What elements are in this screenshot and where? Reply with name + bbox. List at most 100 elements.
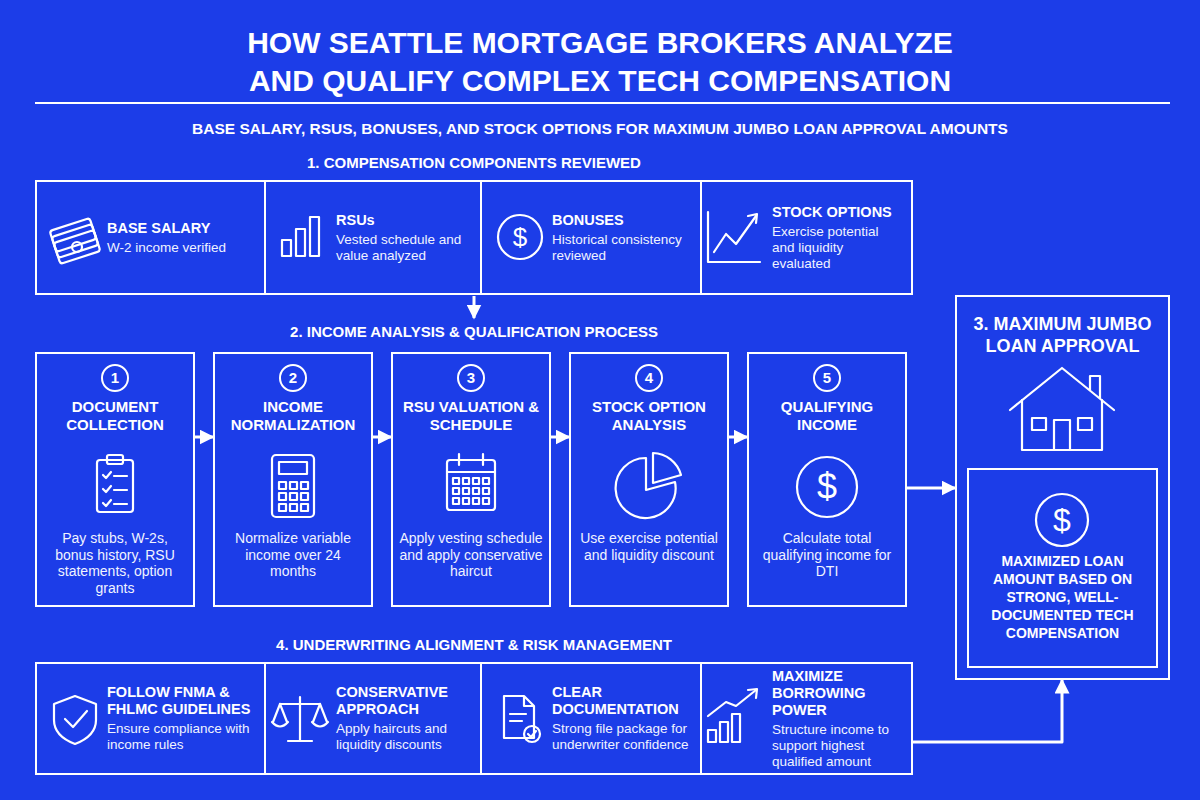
document-icon [510, 714, 526, 721]
shield-icon [65, 711, 87, 727]
calculator-icon [290, 504, 297, 511]
bar-chart-icon [282, 240, 291, 256]
step-number: 5 [813, 364, 841, 392]
dollar-symbol: $ [1036, 494, 1088, 546]
process-step: 2INCOME NORMALIZATIONNormalize variable … [213, 352, 373, 607]
line-chart-icon [714, 216, 756, 252]
component-cell: STOCK OPTIONS Exercise potential and liqu… [700, 182, 911, 293]
growth-chart-icon [708, 690, 756, 716]
section-heading: 4. UNDERWRITING ALIGNMENT & RISK MANAGEM… [0, 636, 951, 654]
component-cell: MAXIMIZE BORROWING POWERStructure income… [700, 664, 911, 773]
calculator-icon [272, 455, 314, 517]
shield-icon [54, 696, 96, 744]
calendar-icon [453, 498, 459, 504]
document-icon [504, 696, 540, 742]
line-chart-icon [748, 214, 757, 223]
step-title: DOCUMENT COLLECTION [43, 398, 187, 434]
process-step: 5QUALIFYING INCOME Calculate total qualif… [747, 352, 907, 607]
calendar-icon [473, 498, 479, 504]
dollar-icon [797, 457, 857, 517]
calendar-icon [453, 488, 459, 494]
calculator-icon [301, 482, 308, 489]
cell-body: Apply haircuts and liquidity discounts [336, 721, 472, 753]
calendar-icon [473, 488, 479, 494]
house-icon [1010, 368, 1114, 450]
section-heading: 1. COMPENSATION COMPONENTS REVIEWED [0, 154, 951, 172]
house-icon [1022, 400, 1102, 450]
document-icon [504, 696, 534, 738]
document-icon [528, 731, 536, 737]
result-heading: 3. MAXIMUM JUMBO LOAN APPROVAL [965, 313, 1160, 357]
money-icon [54, 230, 101, 264]
calendar-icon [483, 478, 489, 484]
step-title: INCOME NORMALIZATION [221, 398, 365, 434]
bar-chart-icon [310, 217, 319, 256]
house-icon [1010, 368, 1114, 410]
cell-heading: STOCK OPTIONS [772, 204, 903, 221]
process-step: 3RSU VALUATION & SCHEDULEApply vesting s… [391, 352, 551, 607]
line-chart-icon [708, 212, 760, 262]
money-icon [50, 218, 101, 264]
calendar-icon [463, 478, 469, 484]
growth-chart-icon [748, 689, 757, 698]
component-cell: CLEAR DOCUMENTATIONStrong file package f… [480, 664, 700, 773]
line-chart-icon [708, 212, 760, 262]
result-box: 3. MAXIMUM JUMBO LOAN APPROVAL MAXIMIZED … [955, 295, 1170, 680]
cell-body: Structure income to support highest qual… [772, 722, 903, 770]
clipboard-icon [103, 486, 127, 492]
flow-arrow [551, 436, 569, 439]
diagram-title: HOW SEATTLE MORTGAGE BROKERS ANALYZE AND… [225, 24, 975, 100]
bar-chart-icon [282, 217, 319, 256]
clipboard-icon [103, 472, 127, 478]
calculator-icon [279, 504, 286, 511]
calculator-icon [279, 482, 286, 489]
cell-heading: MAXIMIZE BORROWING POWER [772, 668, 903, 719]
cell-body: Exercise potential and liquidity evaluat… [772, 224, 903, 272]
calendar-icon [483, 488, 489, 494]
dollar-symbol: $ [797, 457, 857, 517]
component-cell: RSUsVested schedule and value analyzed [264, 182, 480, 293]
growth-chart-icon [720, 722, 728, 742]
flow-arrow [373, 436, 391, 439]
house-icon [1032, 418, 1046, 430]
house-icon [1054, 420, 1070, 450]
shield-icon [54, 696, 96, 744]
result-panel: MAXIMIZED LOAN AMOUNT BASED ON STRONG, W… [967, 468, 1158, 668]
group-panel: 4. UNDERWRITING ALIGNMENT & RISK MANAGEM… [35, 662, 913, 775]
step-number: 1 [101, 364, 129, 392]
component-cell: FOLLOW FNMA & FHLMC GUIDELINESEnsure com… [37, 664, 264, 773]
step-title: RSU VALUATION & SCHEDULE [399, 398, 543, 434]
cell-heading: CLEAR DOCUMENTATION [552, 684, 692, 718]
step-title: STOCK OPTION ANALYSIS [577, 398, 721, 434]
flow-arrow [473, 296, 476, 318]
component-cell: BONUSESHistorical consistency reviewed [480, 182, 700, 293]
calculator-icon [272, 455, 314, 517]
cell-body: Vested schedule and value analyzed [336, 232, 472, 264]
scales-icon [312, 704, 328, 727]
clipboard-icon [103, 500, 127, 506]
calendar-icon [447, 454, 495, 472]
calendar-icon [453, 478, 459, 484]
step-title: QUALIFYING INCOME [755, 398, 899, 434]
clipboard-icon [97, 455, 133, 512]
clipboard-icon [97, 460, 133, 512]
calculator-icon [290, 482, 297, 489]
document-icon [524, 726, 540, 742]
step-number: 2 [279, 364, 307, 392]
calculator-icon [279, 493, 286, 500]
calculator-icon [301, 504, 308, 511]
calendar-icon [447, 454, 495, 510]
calculator-icon [290, 493, 297, 500]
cell-body: Ensure compliance with income rules [107, 721, 256, 753]
calculator-icon [301, 493, 308, 500]
pie-chart-icon [653, 453, 681, 483]
flow-arrow [729, 436, 747, 439]
dollar-icon [498, 215, 542, 259]
flow-arrow [195, 436, 213, 439]
growth-chart-icon [732, 714, 740, 742]
step-body: Calculate total qualifying income for DT… [755, 530, 899, 580]
growth-chart-icon [708, 730, 716, 742]
component-cell: BASE SALARYW-2 income verified [37, 182, 264, 293]
clipboard-icon [107, 455, 123, 464]
